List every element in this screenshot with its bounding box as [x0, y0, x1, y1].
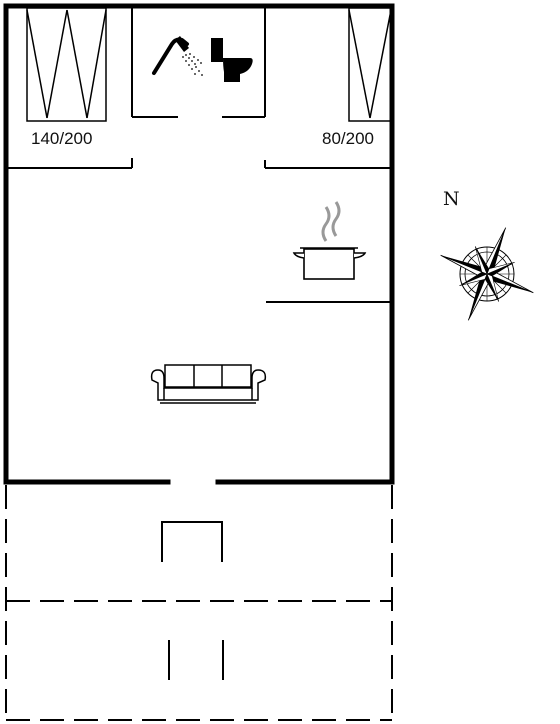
terrace-outline: [5, 485, 393, 721]
bed-left: [26, 7, 107, 122]
outer-walls: [3, 3, 395, 485]
bed-right: [348, 7, 392, 122]
toilet-icon: [211, 38, 253, 82]
shower-icon: [152, 36, 203, 76]
interior-walls: [8, 8, 390, 303]
cooking-pot-icon: [292, 201, 367, 280]
sofa-icon: [150, 364, 267, 404]
compass-north-label: N: [443, 188, 460, 210]
compass-rose-icon: [440, 227, 534, 321]
bed-right-size-label: 80/200: [322, 129, 374, 148]
bed-left-size-label: 140/200: [31, 129, 93, 148]
terrace-marks: [161, 521, 224, 680]
